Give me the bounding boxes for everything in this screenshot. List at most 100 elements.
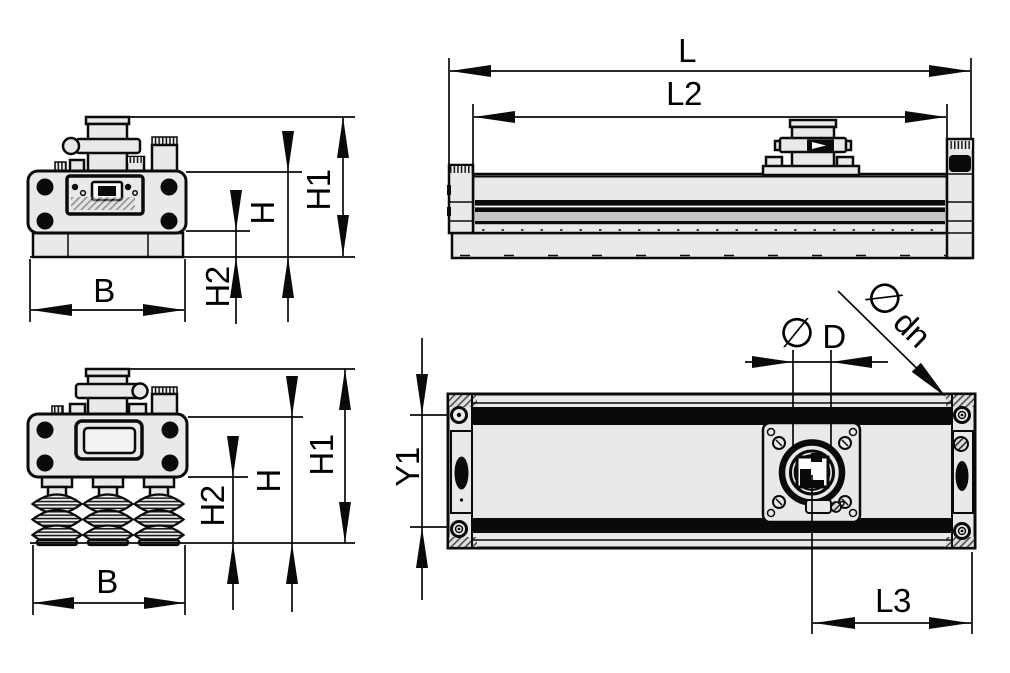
dim-L3: L3 (813, 552, 973, 634)
end-view-control-panel (65, 174, 145, 216)
panel-button (132, 190, 138, 196)
side-view-rail (471, 172, 949, 235)
rail-gray-band (475, 212, 945, 221)
arrowhead (337, 117, 349, 158)
arrowhead (31, 304, 72, 316)
cap-slot (454, 456, 469, 490)
arrowhead (286, 543, 298, 584)
arrowhead (752, 356, 793, 368)
dim-port-diameter: ∅ D (745, 309, 888, 452)
corner-serration (449, 395, 477, 407)
dim-label-B-front: B (96, 563, 118, 600)
arrowhead (474, 111, 515, 123)
panel-button (124, 183, 132, 191)
dim-H-end: H (244, 131, 294, 322)
corner-bolt (36, 421, 54, 439)
cap-screw (949, 155, 971, 172)
port-fitting (805, 499, 832, 514)
dim-label-L2: L2 (666, 75, 702, 112)
end-view: B H2 H H1 (26, 115, 355, 324)
corner-bolt (160, 178, 178, 196)
arrowhead (337, 215, 349, 256)
dim-B-front: B (32, 545, 186, 615)
arrowhead (227, 543, 239, 584)
front-view-side-connector (150, 386, 179, 417)
arrowhead (230, 190, 242, 231)
dim-B-end: B (29, 259, 186, 322)
arrowhead (143, 304, 184, 316)
corner-bolt (161, 454, 179, 472)
corner-bolt (36, 212, 54, 230)
side-view-base-plate (450, 231, 972, 260)
plan-left-cap (450, 406, 473, 538)
cap-slot (955, 461, 969, 491)
arrowhead (929, 65, 970, 77)
flange-corner-screws (766, 427, 858, 518)
corner-bolt (161, 421, 179, 439)
corner-serration (946, 537, 974, 547)
panel-display (98, 186, 116, 196)
corner-serration (946, 395, 974, 407)
dim-label-H1-end: H1 (300, 169, 337, 210)
arrowhead (227, 436, 239, 477)
connector-knob (131, 382, 149, 400)
suction-stems (40, 475, 176, 498)
arrowhead (929, 617, 970, 629)
dim-H2-end: H2 (199, 190, 242, 324)
dim-label-Y1: Y1 (389, 447, 426, 486)
side-view-connector (761, 118, 861, 177)
front-view-display (74, 419, 144, 461)
dim-H1-end: H1 (300, 117, 349, 256)
plan-dark-band-top (472, 407, 952, 425)
dim-label-L3: L3 (875, 582, 911, 619)
panel-button (71, 183, 79, 191)
side-view-left-cap (447, 163, 475, 235)
arrowhead (814, 617, 855, 629)
arrowhead (339, 369, 351, 410)
front-view-top-connector (51, 367, 149, 418)
end-view-top-connector (54, 115, 146, 174)
dim-H-front: H (250, 376, 298, 612)
dim-label-L: L (678, 32, 696, 69)
arrowhead (905, 111, 946, 123)
plan-right-cap (952, 406, 974, 540)
flange-plate (761, 421, 862, 524)
dim-H2-front: H2 (194, 436, 239, 610)
dim-screw-diameter: ∅ dn (837, 269, 946, 397)
arrowhead (282, 257, 294, 298)
dim-label-H2-end: H2 (199, 266, 236, 307)
end-view-base-block (31, 231, 185, 259)
corner-bolt (36, 178, 54, 196)
arrowhead (831, 356, 872, 368)
dim-label-H1-front: H1 (303, 434, 340, 475)
plan-view: Y1 ∅ D ∅ dn L3 (389, 269, 977, 634)
arrowhead (144, 597, 185, 609)
arrowhead (33, 597, 74, 609)
dim-L: L (448, 32, 972, 168)
corner-bolt (160, 212, 178, 230)
bellows-suction-cups (30, 493, 186, 547)
cap-screw (953, 436, 969, 452)
arrowhead (416, 527, 428, 568)
dim-L2: L2 (472, 75, 948, 165)
diameter-symbol: ∅ (779, 309, 815, 357)
dim-label-H2-front: H2 (194, 485, 231, 526)
arrowhead (230, 257, 242, 298)
corner-bolt (36, 454, 54, 472)
dim-label-H-front: H (250, 469, 287, 492)
dim-Y1: Y1 (389, 338, 448, 600)
dim-label-D: D (822, 318, 845, 355)
front-view: B H2 H H1 (26, 367, 355, 615)
corner-serration (449, 537, 477, 547)
arrowhead (416, 374, 428, 415)
arrowhead (286, 376, 298, 417)
dim-H1-front: H1 (303, 369, 351, 543)
arrowhead (339, 502, 351, 543)
arrowhead (450, 65, 491, 77)
arrowhead (911, 362, 946, 397)
connector-knob (61, 136, 81, 156)
dim-label-B-end: B (93, 272, 115, 309)
side-view-right-cap (945, 137, 975, 260)
